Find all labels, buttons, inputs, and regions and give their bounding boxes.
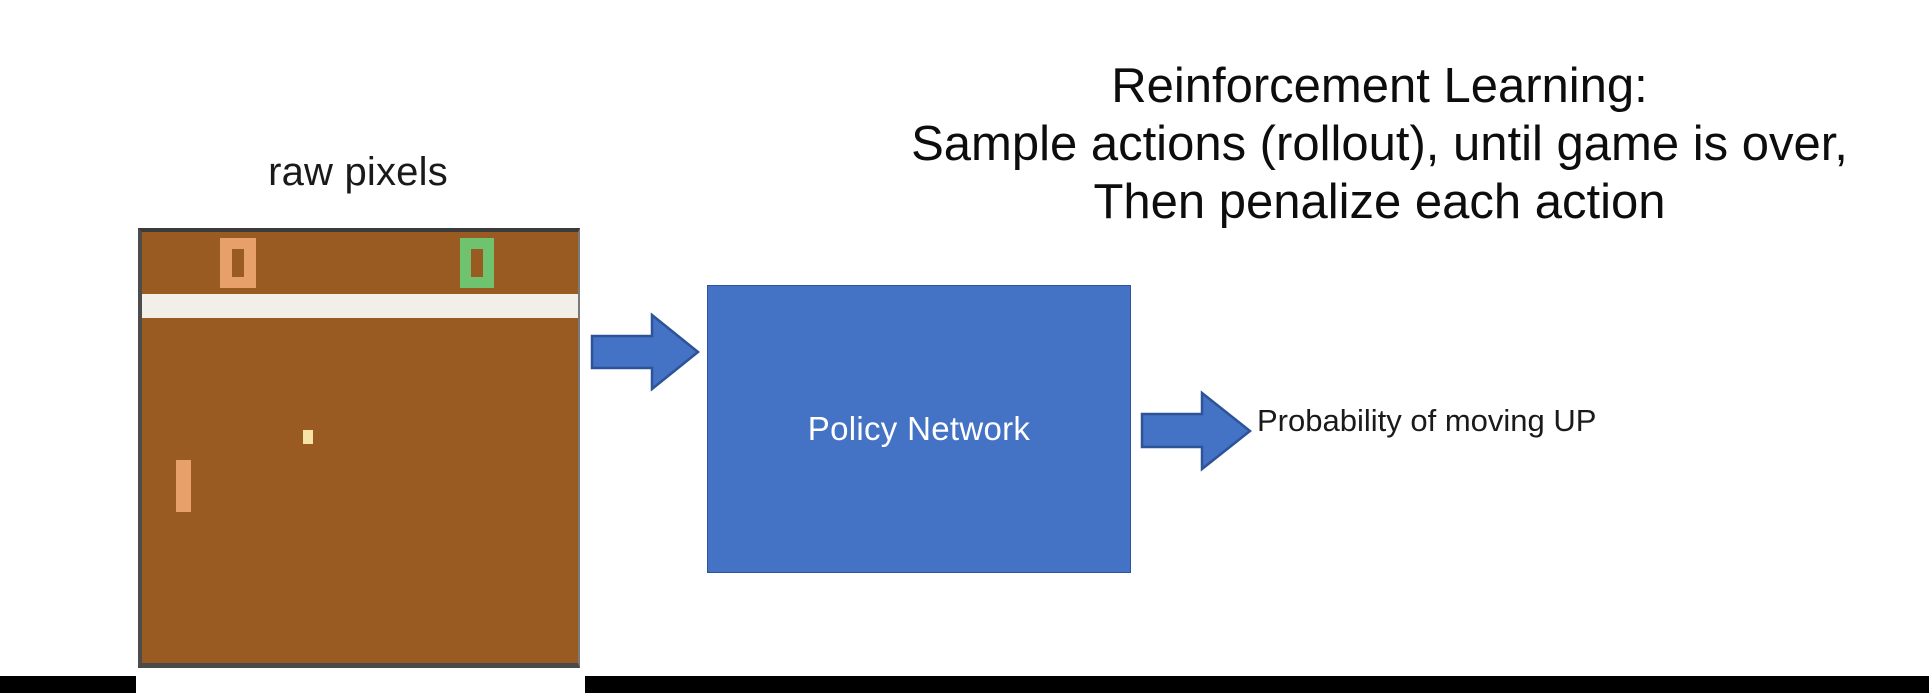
pong-paddle-left (176, 460, 191, 512)
bottom-black-bar-right (585, 676, 1929, 693)
title-line-2: Sample actions (rollout), until game is … (911, 116, 1848, 171)
right-arrow-icon-output (1140, 390, 1252, 472)
title-line-3: Then penalize each action (1093, 174, 1666, 229)
raw-pixels-caption: raw pixels (268, 150, 448, 194)
right-arrow-icon-input (590, 312, 700, 392)
policy-network-label: Policy Network (807, 410, 1031, 447)
pong-game-frame (138, 228, 580, 668)
pong-score-bar (142, 232, 578, 294)
pong-score-right-digit (460, 238, 494, 288)
pong-ball (303, 430, 313, 444)
policy-network-box[interactable]: Policy Network (707, 285, 1131, 573)
bottom-black-bar-left (0, 676, 136, 693)
output-probability-label: Probability of moving UP (1257, 403, 1597, 438)
pong-court-divider (142, 294, 578, 318)
title-line-1: Reinforcement Learning: (1111, 59, 1648, 113)
pong-score-left-digit (220, 238, 256, 288)
slide-title: Reinforcement Learning: Sample actions (… (830, 58, 1929, 231)
